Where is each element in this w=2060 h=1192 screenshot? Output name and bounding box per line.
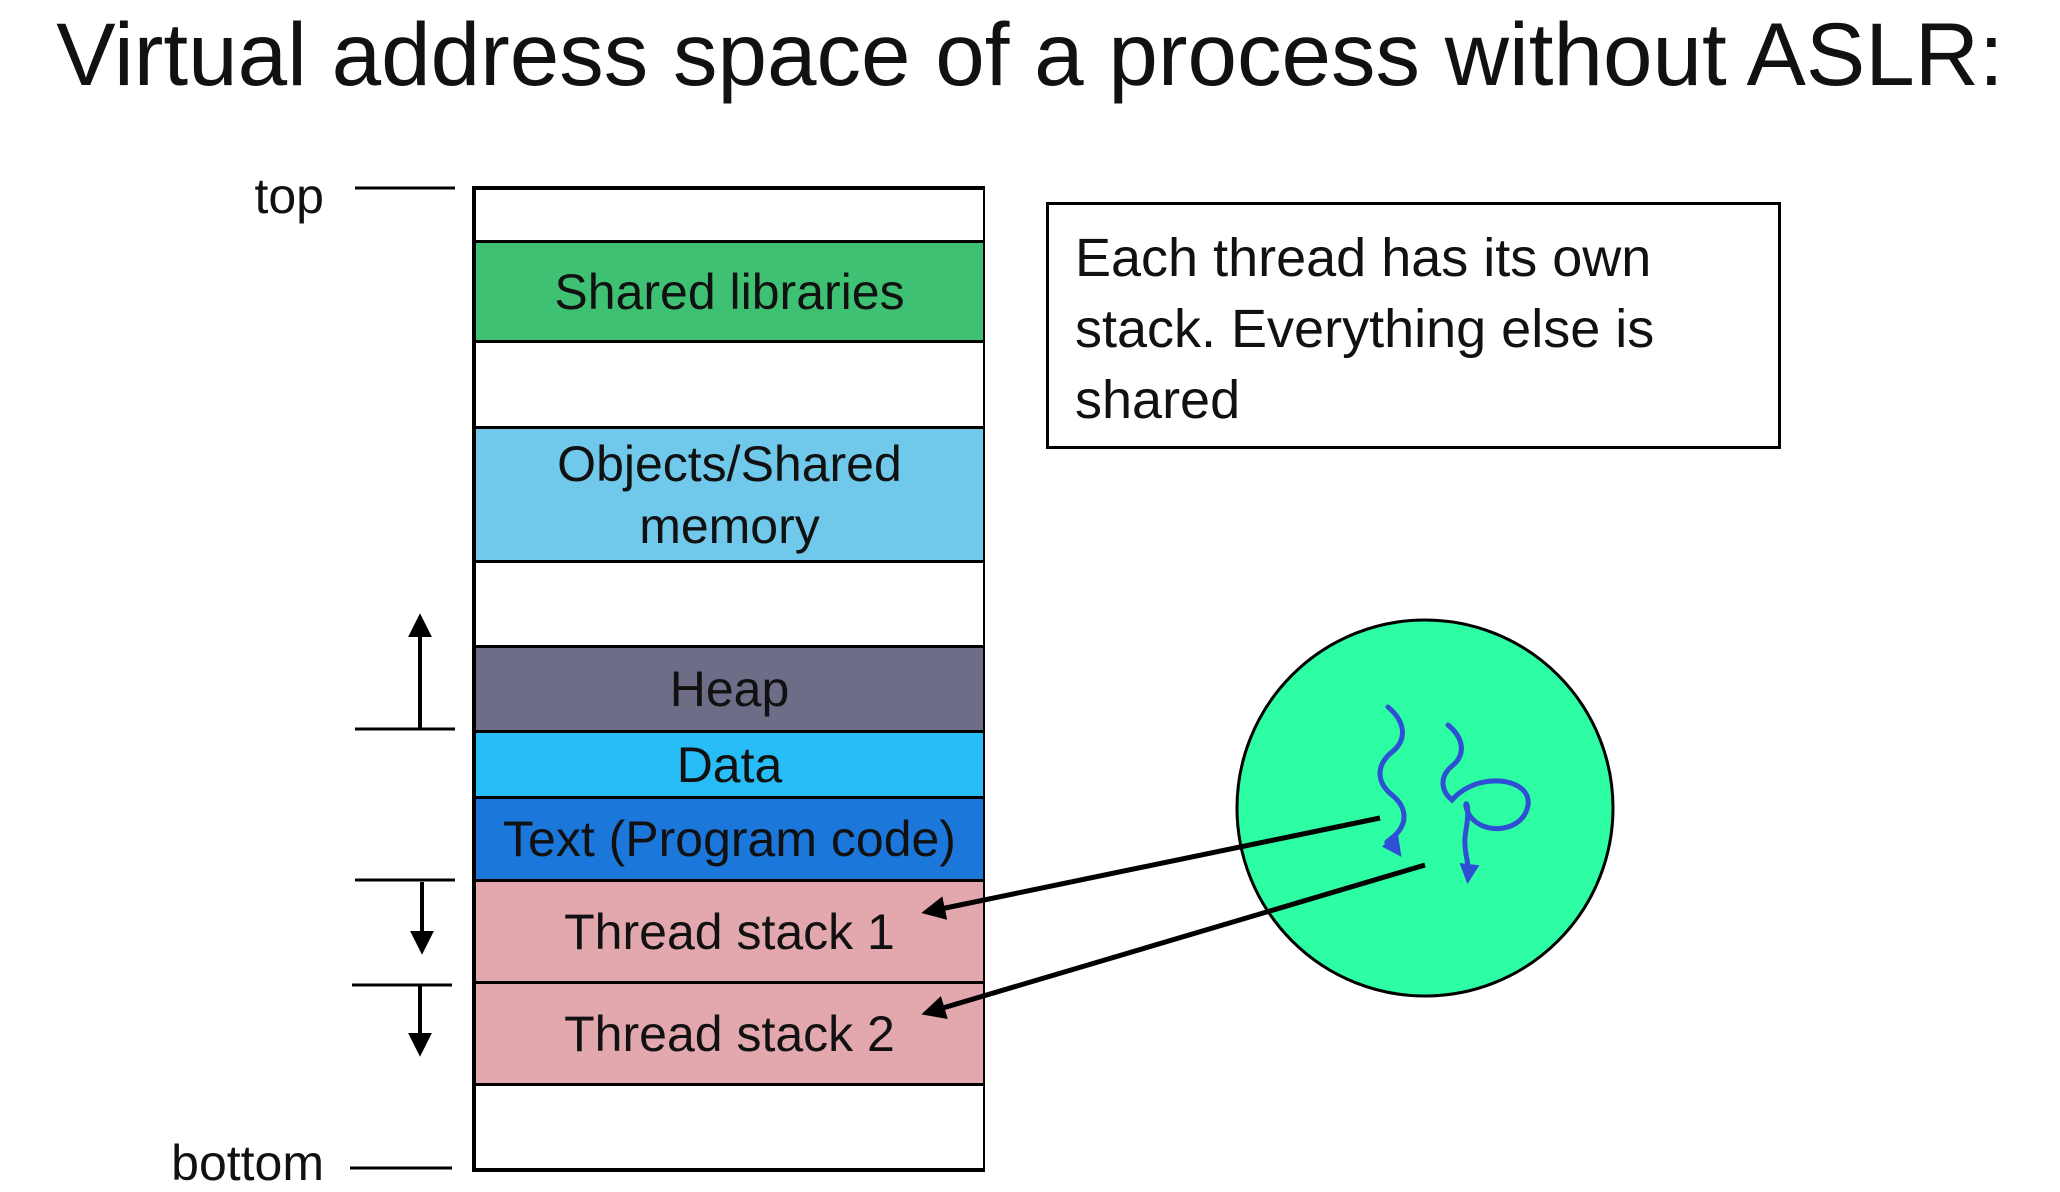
empty-region <box>476 560 983 645</box>
thread-stack-2-segment: Thread stack 2 <box>476 981 983 1083</box>
note-box: Each thread has its own stack. Everythin… <box>1046 202 1781 449</box>
thread-1-pointer-arrow <box>921 815 1381 920</box>
empty-region-bottom <box>476 1083 983 1168</box>
note-text: Each thread has its own stack. Everythin… <box>1075 228 1655 430</box>
objects-shared-memory-segment: Objects/Shared memory <box>476 426 983 560</box>
thread-2-loop-icon <box>1440 722 1531 884</box>
top-label: top <box>254 168 324 224</box>
text-segment: Text (Program code) <box>476 796 983 879</box>
address-space-stack: Shared libraries Objects/Shared memory H… <box>472 186 985 1172</box>
page-title: Virtual address space of a process witho… <box>56 4 2004 104</box>
thread-1-squiggle-icon <box>1377 704 1407 857</box>
process-circle <box>1235 618 1615 998</box>
shared-libraries-segment: Shared libraries <box>476 240 983 340</box>
empty-region-top <box>476 190 983 240</box>
bottom-label: bottom <box>171 1135 324 1191</box>
thread-2-pointer-arrow <box>921 862 1426 1020</box>
data-segment: Data <box>476 730 983 796</box>
empty-region <box>476 340 983 426</box>
thread-stack-1-segment: Thread stack 1 <box>476 879 983 981</box>
heap-segment: Heap <box>476 645 983 730</box>
